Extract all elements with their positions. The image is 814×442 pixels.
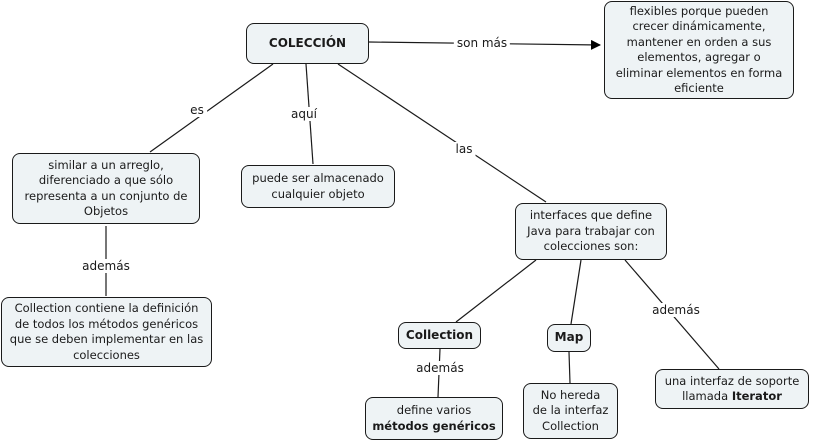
node-define-varios[interactable]: define varios métodos genéricos [365, 397, 503, 440]
link-label-ademas-left: además [79, 259, 133, 273]
node-flexibles-text: flexibles porque pueden crecer dinámicam… [615, 3, 783, 96]
link-label-ademas-collection: además [413, 361, 467, 375]
link-label-son-mas: son más [453, 36, 511, 50]
node-define-varios-text: define varios métodos genéricos [372, 403, 495, 434]
node-coleccion-text: COLECCIÓN [268, 35, 347, 50]
link-label-ademas-right: además [649, 303, 703, 317]
node-define-varios-prefix: define varios [396, 403, 472, 417]
edge-interfaces-map [570, 259, 582, 325]
edge-interfaces-collection [455, 259, 537, 323]
node-collection-def-text: Collection contiene la definición de tod… [9, 301, 204, 362]
node-coleccion[interactable]: COLECCIÓN [246, 23, 369, 64]
link-label-es: es [187, 103, 207, 117]
node-similar[interactable]: similar a un arreglo, diferenciado a que… [12, 153, 200, 224]
node-flexibles[interactable]: flexibles porque pueden crecer dinámicam… [604, 1, 794, 99]
node-define-varios-bold: métodos genéricos [372, 418, 496, 433]
node-almacenado-text: puede ser almacenado cualquier objeto [252, 171, 384, 201]
edge-map-nohereda [568, 351, 571, 384]
link-label-las: las [452, 142, 476, 156]
node-interfaces-text: interfaces que define Java para trabajar… [527, 208, 655, 254]
node-collection-text: Collection [405, 327, 474, 342]
node-iterator-bold: Iterator [731, 389, 782, 403]
node-iterator-text: una interfaz de soporte llamada Iterator [662, 374, 802, 405]
node-collection[interactable]: Collection [398, 322, 481, 349]
node-almacenado[interactable]: puede ser almacenado cualquier objeto [241, 165, 395, 208]
node-map-text: Map [554, 330, 584, 345]
node-collection-def[interactable]: Collection contiene la definición de tod… [1, 297, 212, 367]
link-label-aqui: aquí [288, 107, 320, 121]
node-iterator-prefix: una interfaz de soporte llamada [664, 373, 800, 404]
edge-coleccion-es [149, 63, 274, 153]
edge-coleccion-las [337, 63, 547, 203]
node-map[interactable]: Map [547, 324, 591, 352]
node-similar-text: similar a un arreglo, diferenciado a que… [24, 157, 188, 219]
node-no-hereda[interactable]: No hereda de la interfaz Collection [523, 383, 618, 439]
node-no-hereda-text: No hereda de la interfaz Collection [532, 387, 609, 433]
node-interfaces[interactable]: interfaces que define Java para trabajar… [515, 203, 667, 260]
node-iterator[interactable]: una interfaz de soporte llamada Iterator [655, 369, 809, 409]
